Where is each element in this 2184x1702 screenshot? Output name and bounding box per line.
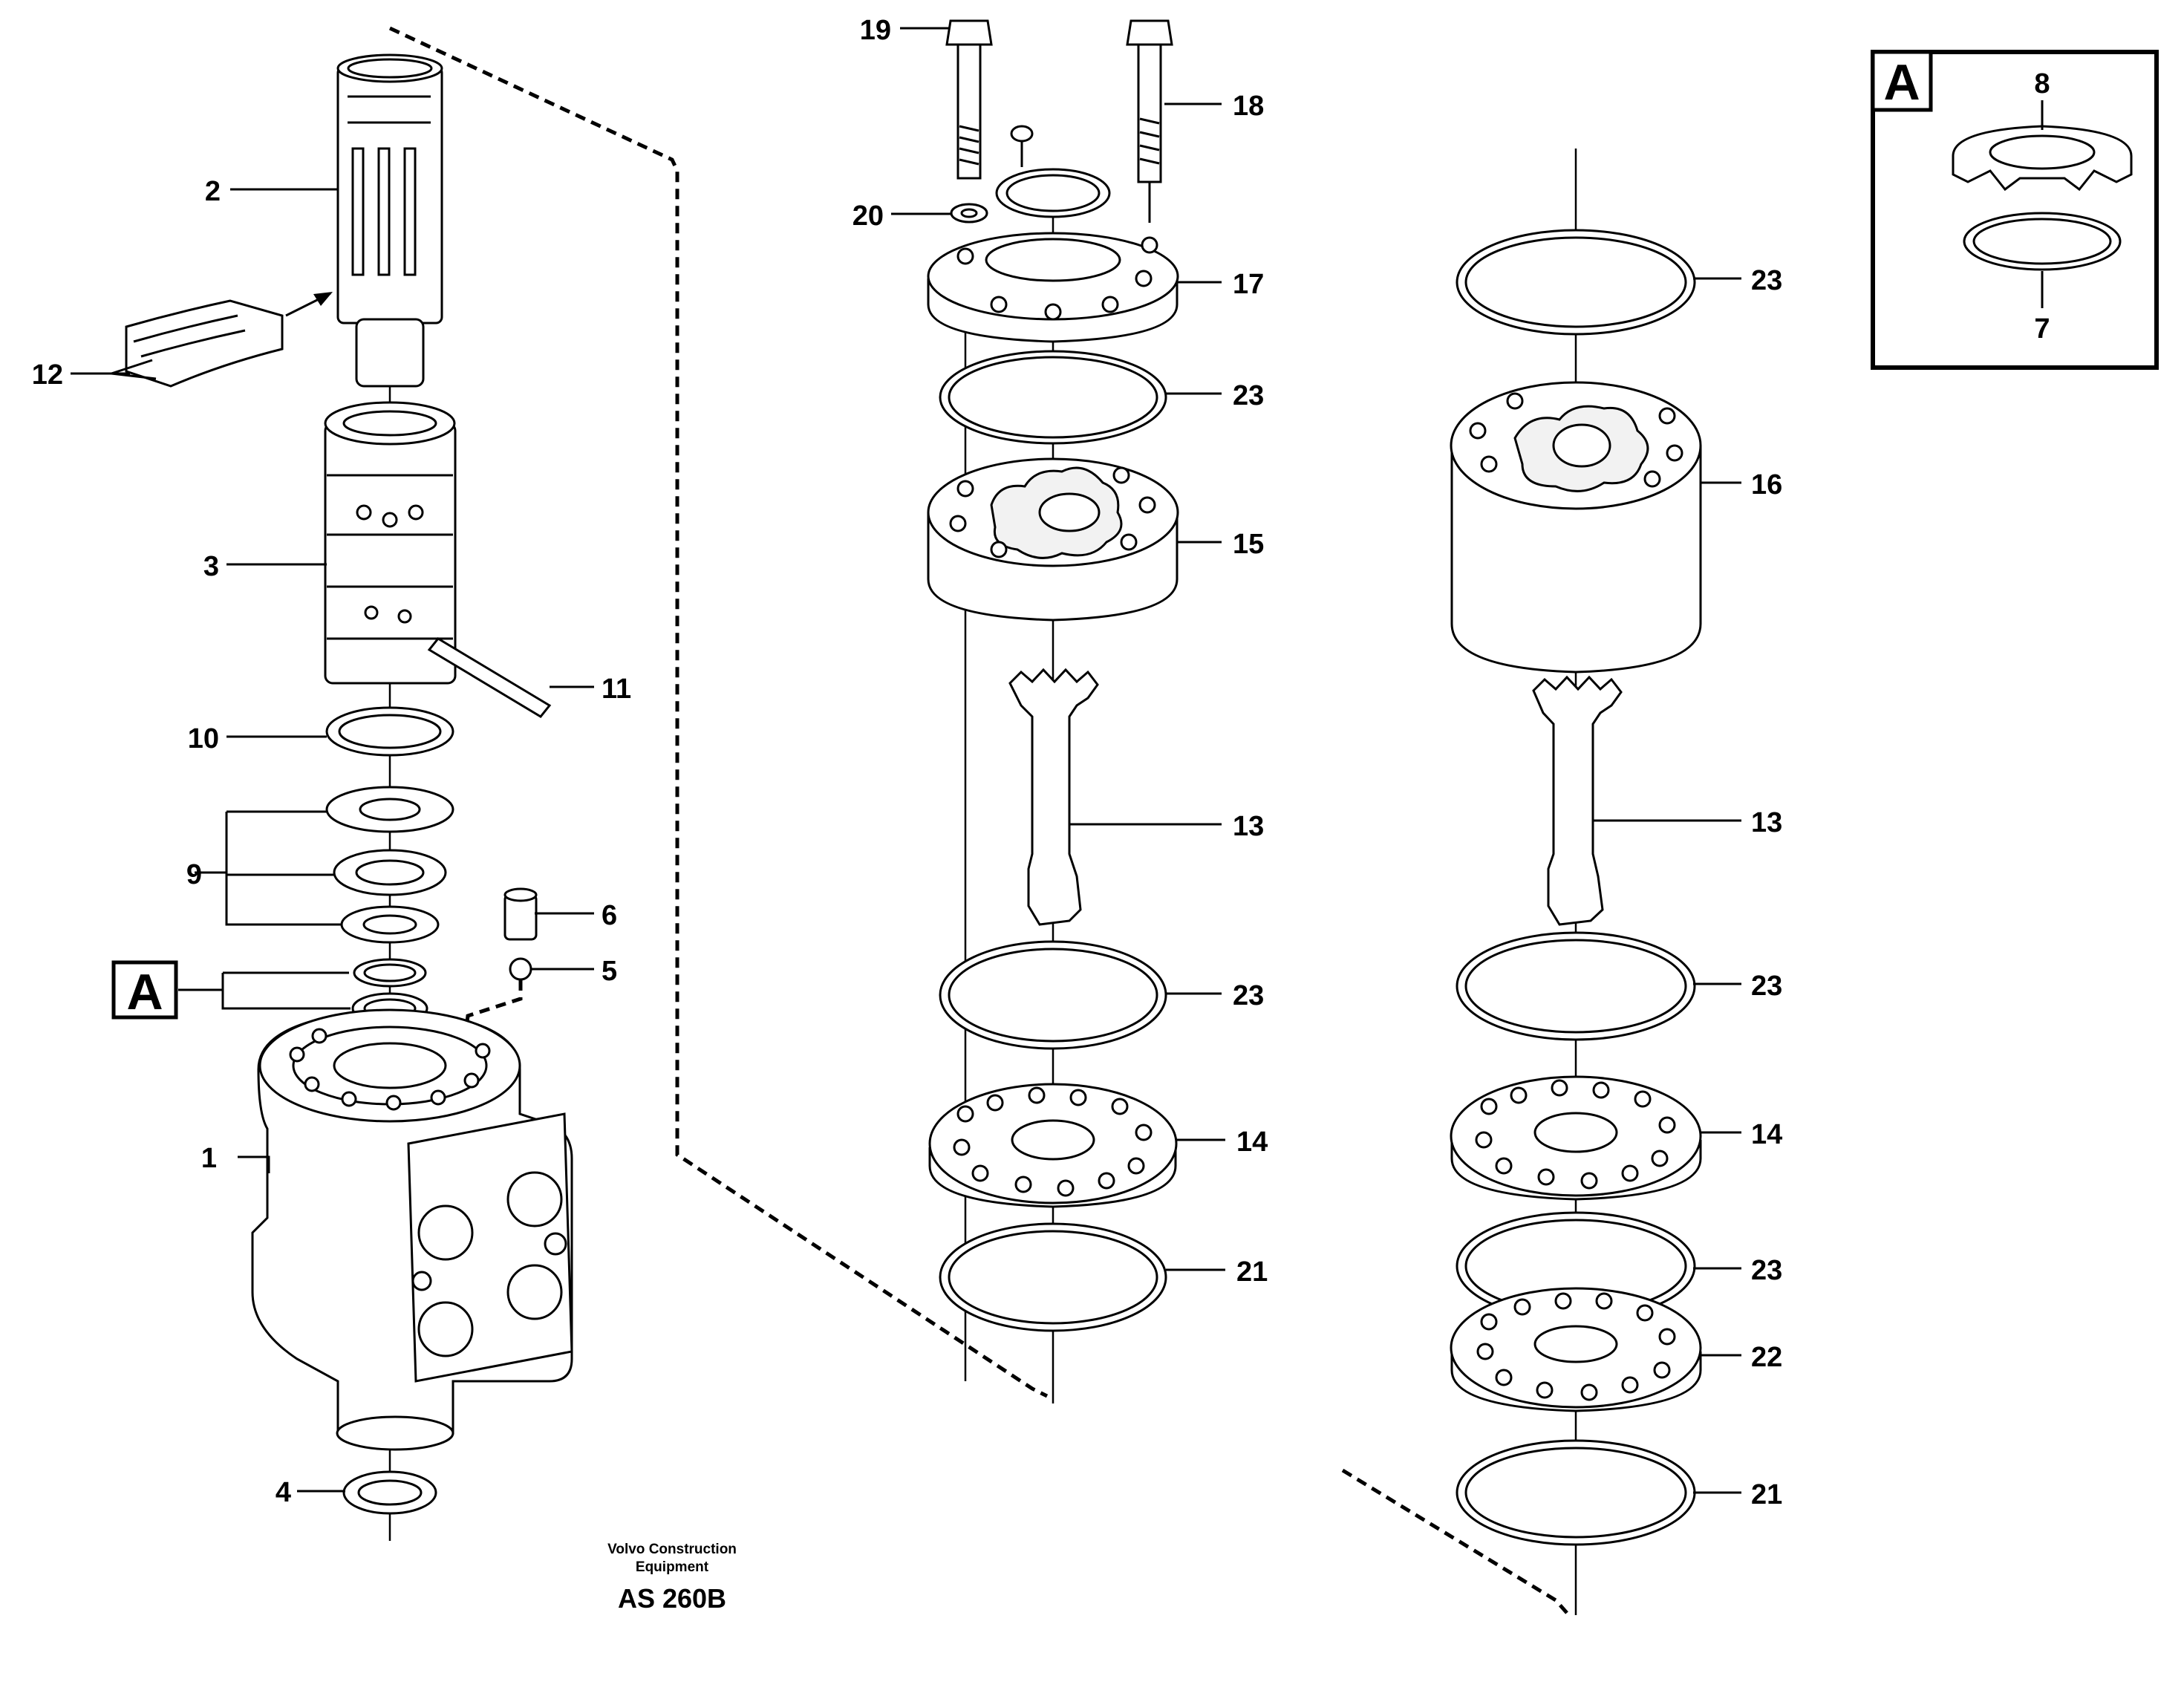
callout-21-a: 21 <box>1236 1256 1268 1288</box>
part-21-ring-b <box>1456 1439 1696 1546</box>
callout-7: 7 <box>2034 313 2050 345</box>
part-17-end-cover <box>927 232 1179 343</box>
left-assembly <box>125 26 1049 1541</box>
callout-18: 18 <box>1233 91 1264 122</box>
callout-14-b: 14 <box>1751 1119 1782 1150</box>
detail-a-marker: A <box>111 960 351 1020</box>
callout-11: 11 <box>602 674 631 705</box>
marker-letter: A <box>126 964 163 1020</box>
callout-23-c: 23 <box>1751 265 1782 296</box>
right-assembly <box>1341 149 1702 1615</box>
callout-4: 4 <box>276 1477 291 1508</box>
callout-labels: 2 12 3 11 10 9 6 5 1 4 19 18 20 17 23 15… <box>32 15 1783 1510</box>
part-21-ring-a <box>939 1222 1167 1332</box>
part-6-plug <box>503 887 538 941</box>
detail-a-inset: A 8 7 <box>1871 50 2159 370</box>
part-14-plate-a <box>928 1083 1178 1208</box>
part-3-sleeve <box>324 401 457 685</box>
cover-seal <box>995 168 1111 218</box>
part-8-retainer <box>1952 125 2133 192</box>
callout-21-b: 21 <box>1751 1479 1782 1510</box>
middle-assembly <box>927 19 1179 1403</box>
callout-9: 9 <box>186 859 202 890</box>
part-10-ring <box>325 706 454 757</box>
small-screw <box>1010 125 1034 167</box>
callout-15: 15 <box>1233 529 1264 560</box>
part-9-bearing-set <box>325 786 454 944</box>
callout-20: 20 <box>853 200 884 232</box>
callout-13-b: 13 <box>1751 807 1782 838</box>
callout-2: 2 <box>205 176 221 207</box>
part-23-ring-a <box>939 350 1167 445</box>
part-7-seal <box>1963 212 2122 271</box>
part-12-springs <box>125 292 333 388</box>
title-block: Volvo Construction Equipment AS 260B <box>607 1542 737 1614</box>
leader-lines <box>71 27 1741 1494</box>
callout-12: 12 <box>32 359 63 391</box>
assembly-dashed-link <box>388 26 1049 1398</box>
part-18-bolt <box>1126 19 1173 223</box>
part-14-plate-b <box>1450 1075 1702 1201</box>
credit-line-2: Equipment <box>636 1559 709 1575</box>
part-5-ball <box>509 957 532 981</box>
callout-17: 17 <box>1233 269 1264 300</box>
callout-16: 16 <box>1751 469 1782 501</box>
callout-3: 3 <box>203 551 219 582</box>
part-23-ring-d <box>1456 931 1696 1041</box>
inset-letter: A <box>1883 54 1920 111</box>
callout-14-a: 14 <box>1236 1126 1268 1158</box>
callout-23-a: 23 <box>1233 380 1264 411</box>
callout-1: 1 <box>201 1143 217 1174</box>
callout-5: 5 <box>602 956 617 987</box>
part-19-bolt <box>945 19 993 180</box>
right-dashed-link <box>1341 1468 1568 1614</box>
callout-8: 8 <box>2034 68 2050 100</box>
part-1-housing <box>251 1008 573 1451</box>
part-20-washer <box>950 203 988 224</box>
part-13-drive-shaft-a <box>1008 668 1099 926</box>
part-2-spool <box>336 53 443 388</box>
part-15-gear-set <box>927 457 1179 622</box>
callout-23-b: 23 <box>1233 980 1264 1011</box>
part-23-ring-b <box>939 940 1167 1050</box>
part-11-pin <box>427 637 552 718</box>
part-13-drive-shaft-b <box>1532 675 1623 926</box>
callout-23-d: 23 <box>1751 971 1782 1002</box>
part-23-ring-c <box>1456 229 1696 336</box>
drawing-code: AS 260B <box>618 1583 726 1614</box>
callout-23-e: 23 <box>1751 1255 1782 1286</box>
callout-22: 22 <box>1751 1342 1782 1373</box>
callout-10: 10 <box>188 723 219 754</box>
callout-6: 6 <box>602 900 617 931</box>
credit-line-1: Volvo Construction <box>607 1542 737 1557</box>
callout-19: 19 <box>860 15 891 46</box>
part-16-gear-housing <box>1450 381 1702 674</box>
part-22-plate <box>1450 1287 1702 1412</box>
part-4-seal <box>342 1470 437 1515</box>
callout-13-a: 13 <box>1233 811 1264 842</box>
